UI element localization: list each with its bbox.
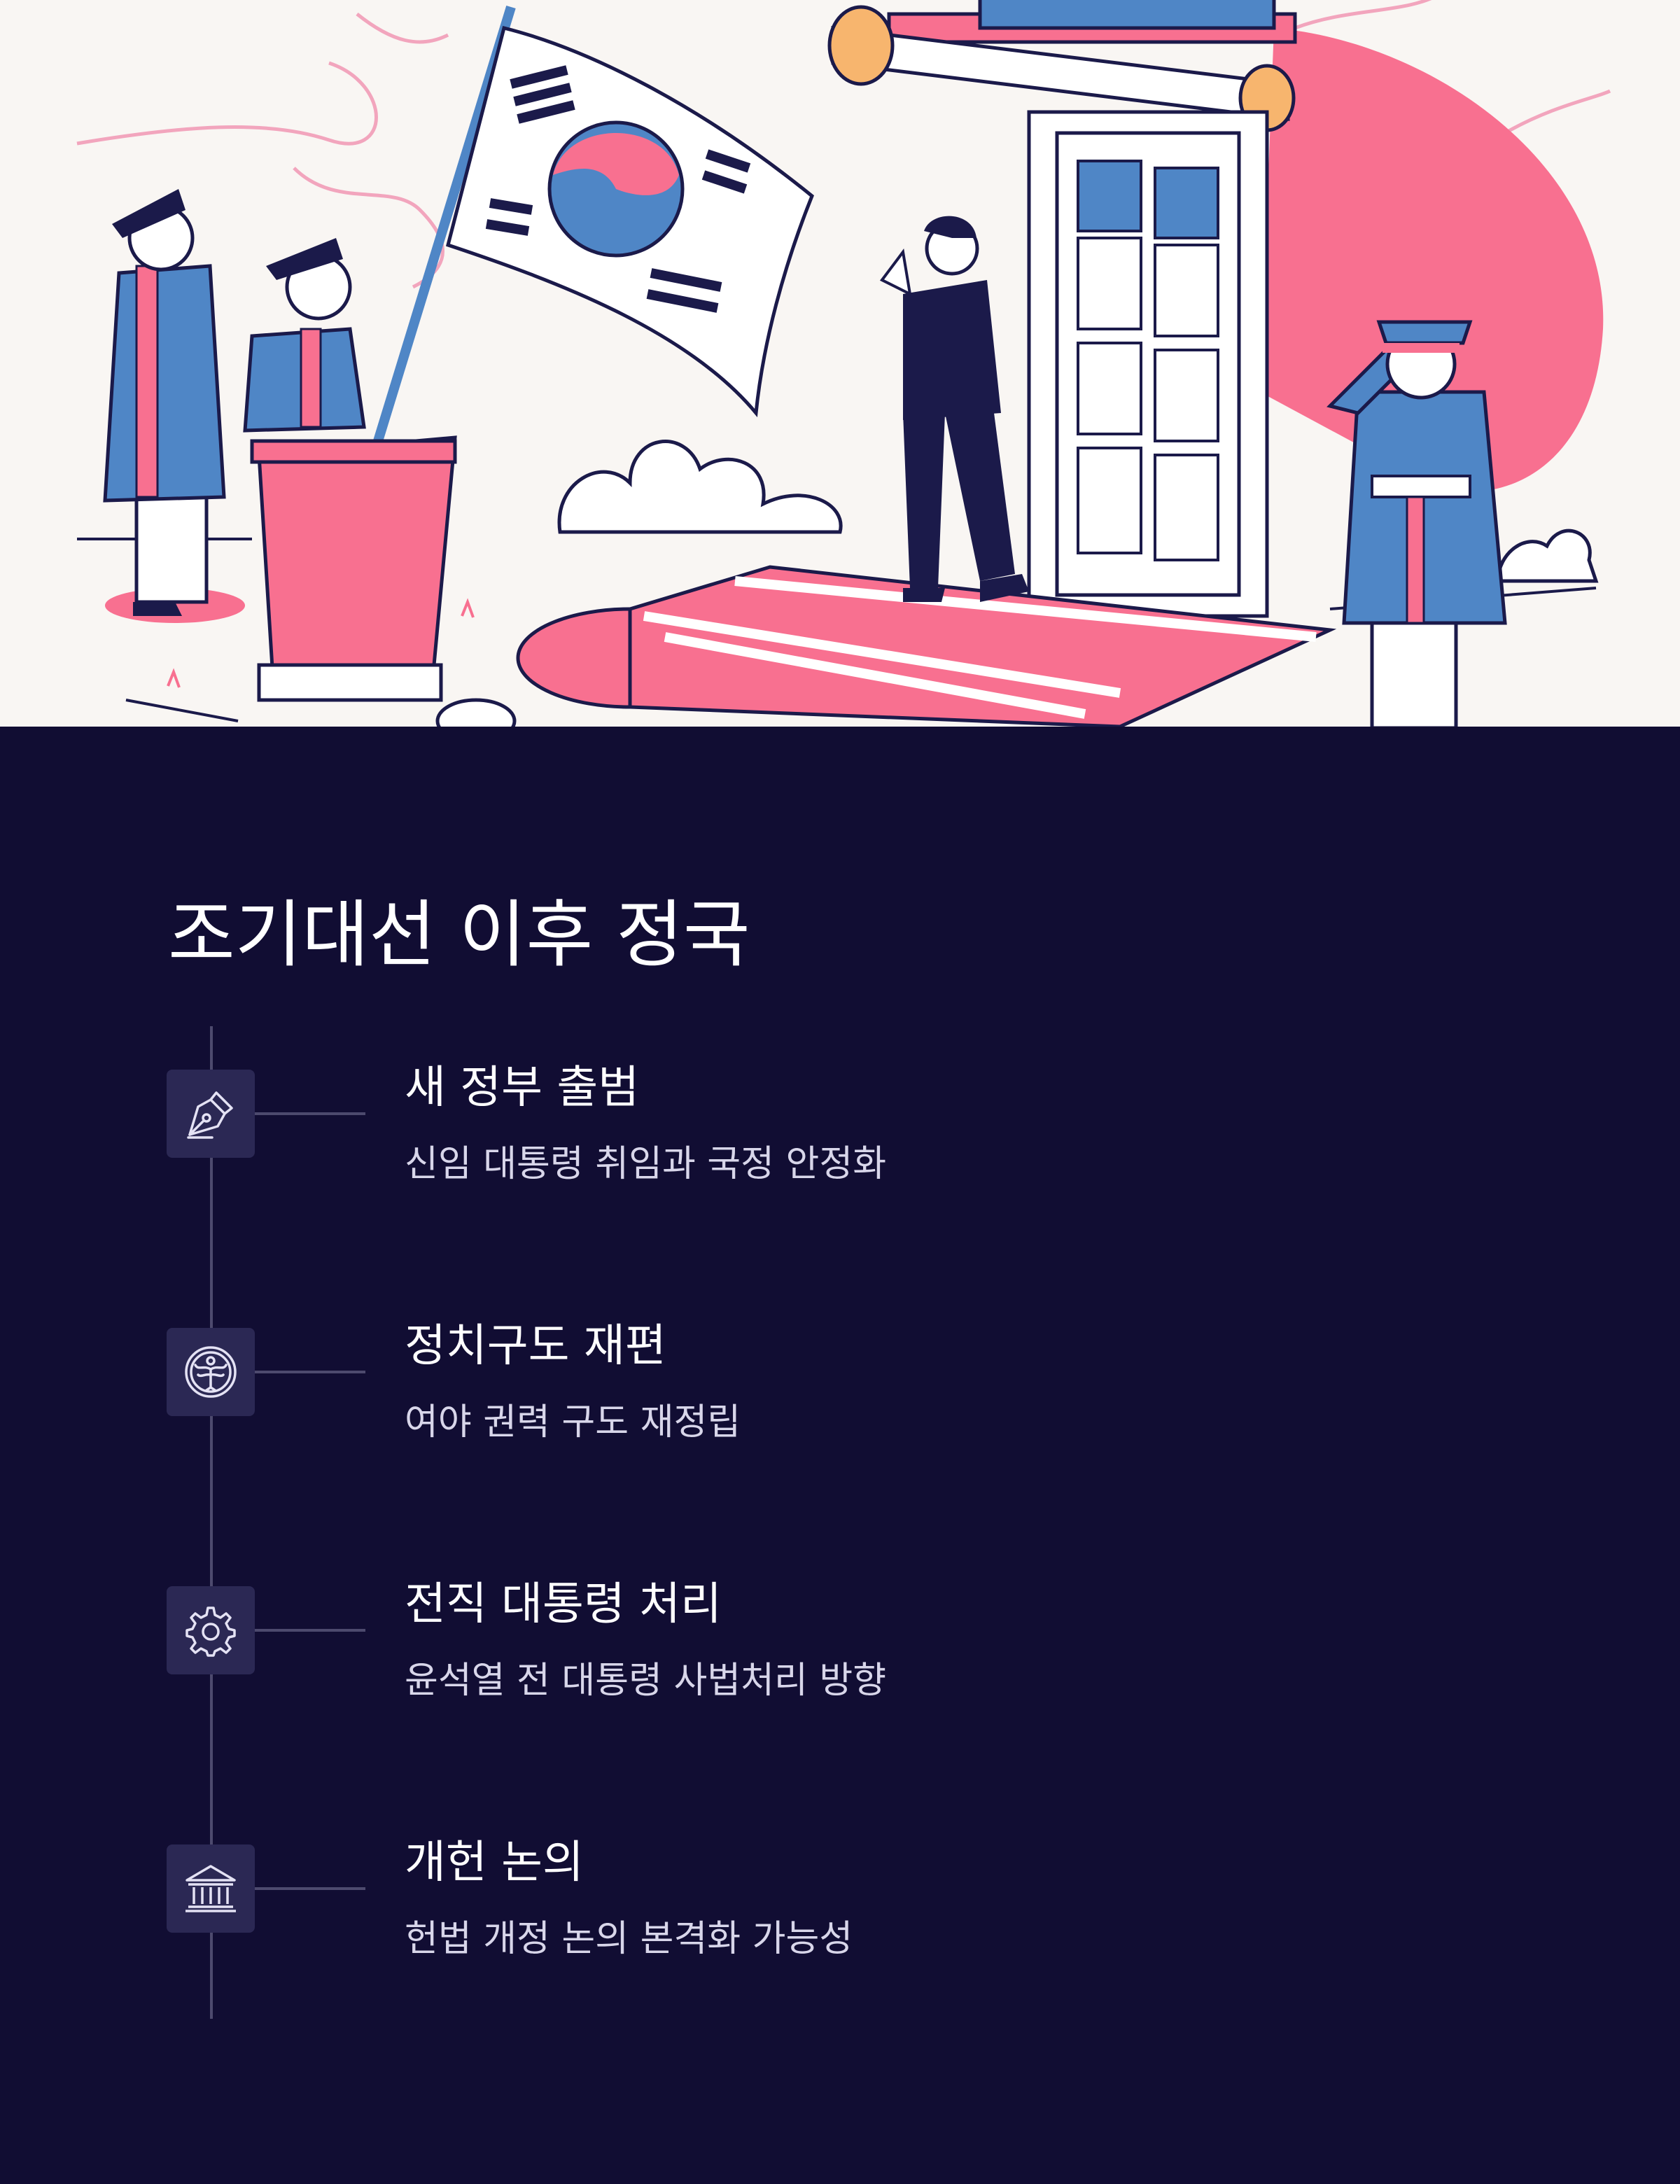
step-description: 신임 대통령 취임과 국정 안정화 <box>405 1143 887 1185</box>
page-title: 조기대선 이후 정국 <box>168 892 750 977</box>
timeline-line <box>210 1026 213 2019</box>
step-description: 여야 권력 구도 재정립 <box>405 1401 741 1443</box>
timeline-step: 개헌 논의 헌법 개정 논의 본격화 가능성 <box>0 1837 1680 1984</box>
step-title: 새 정부 출범 <box>405 1062 640 1114</box>
gear-icon <box>167 1586 255 1674</box>
step-title: 전직 대통령 처리 <box>405 1578 722 1630</box>
pen-nib-icon <box>167 1070 255 1158</box>
phoenix-emblem-icon <box>167 1328 255 1416</box>
hero-illustration <box>0 0 1680 727</box>
timeline-step: 새 정부 출범 신임 대통령 취임과 국정 안정화 <box>0 1062 1680 1210</box>
timeline-connector <box>255 1887 365 1890</box>
step-title: 정치구도 재편 <box>405 1320 666 1372</box>
step-description: 윤석열 전 대통령 사법처리 방향 <box>405 1660 887 1702</box>
timeline-step: 전직 대통령 처리 윤석열 전 대통령 사법처리 방향 <box>0 1578 1680 1726</box>
timeline-step: 정치구도 재편 여야 권력 구도 재정립 <box>0 1320 1680 1468</box>
timeline-connector <box>255 1112 365 1115</box>
step-description: 헌법 개정 논의 본격화 가능성 <box>405 1918 853 1960</box>
timeline-connector <box>255 1371 365 1373</box>
timeline-connector <box>255 1629 365 1632</box>
courthouse-icon <box>167 1844 255 1933</box>
step-title: 개헌 논의 <box>405 1837 584 1889</box>
